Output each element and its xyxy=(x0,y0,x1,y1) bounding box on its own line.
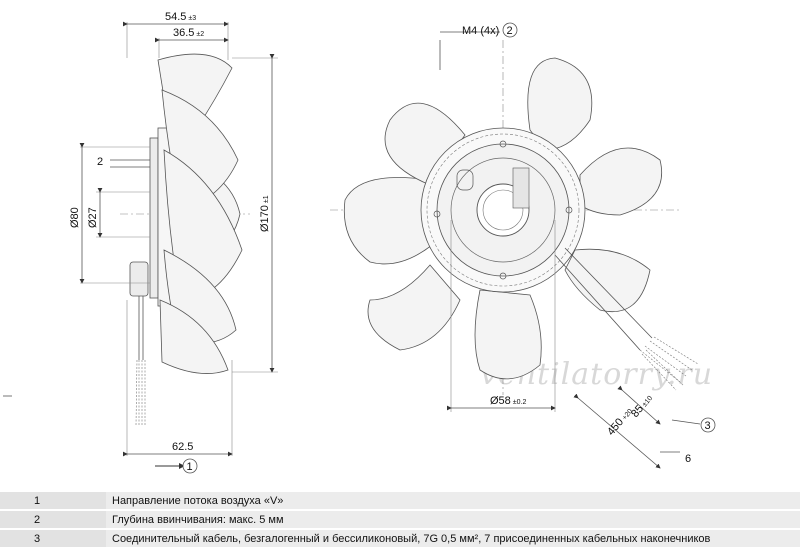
callout-1-circle xyxy=(182,458,198,474)
legend-number: 3 xyxy=(0,528,106,547)
side-view: 54.5±3 36.5±2 Ø80 Ø27 2 Ø170±1 62.5 1 xyxy=(69,11,278,474)
dim-diam-80: Ø80 xyxy=(69,207,81,228)
legend-text: Направление потока воздуха «V» xyxy=(106,490,800,510)
callout-3-circle xyxy=(700,417,716,433)
callout-1-label: 1 xyxy=(187,461,193,473)
legend-text: Соединительный кабель, безгалогенный и б… xyxy=(106,528,800,547)
dim-thread: M4 (4x) xyxy=(462,25,499,37)
dim-depth-hub: 36.5±2 xyxy=(173,27,204,39)
front-view: M4 (4x) 2 Ø58±0.2 450+20 85±10 6 3 xyxy=(330,22,716,469)
technical-drawing: ventilatorry.ru 54.5±3 36.5±2 Ø80 xyxy=(3,11,716,474)
legend-number: 2 xyxy=(0,509,106,529)
callout-3-label: 3 xyxy=(705,420,711,432)
dim-depth-total: 54.5±3 xyxy=(165,11,196,23)
dim-screw-depth: 2 xyxy=(97,156,103,168)
legend-text: Глубина ввинчивания: макс. 5 мм xyxy=(106,509,800,529)
callout-2-circle xyxy=(502,22,518,38)
dim-diam-170: Ø170±1 xyxy=(259,195,271,232)
legend-number: 1 xyxy=(0,490,106,510)
dim-diam-58: Ø58±0.2 xyxy=(490,395,526,407)
callout-2-label: 2 xyxy=(507,25,513,37)
dim-wire-count: 6 xyxy=(685,453,691,465)
dim-diam-27: Ø27 xyxy=(87,207,99,228)
dim-width-62-5: 62.5 xyxy=(172,441,193,453)
